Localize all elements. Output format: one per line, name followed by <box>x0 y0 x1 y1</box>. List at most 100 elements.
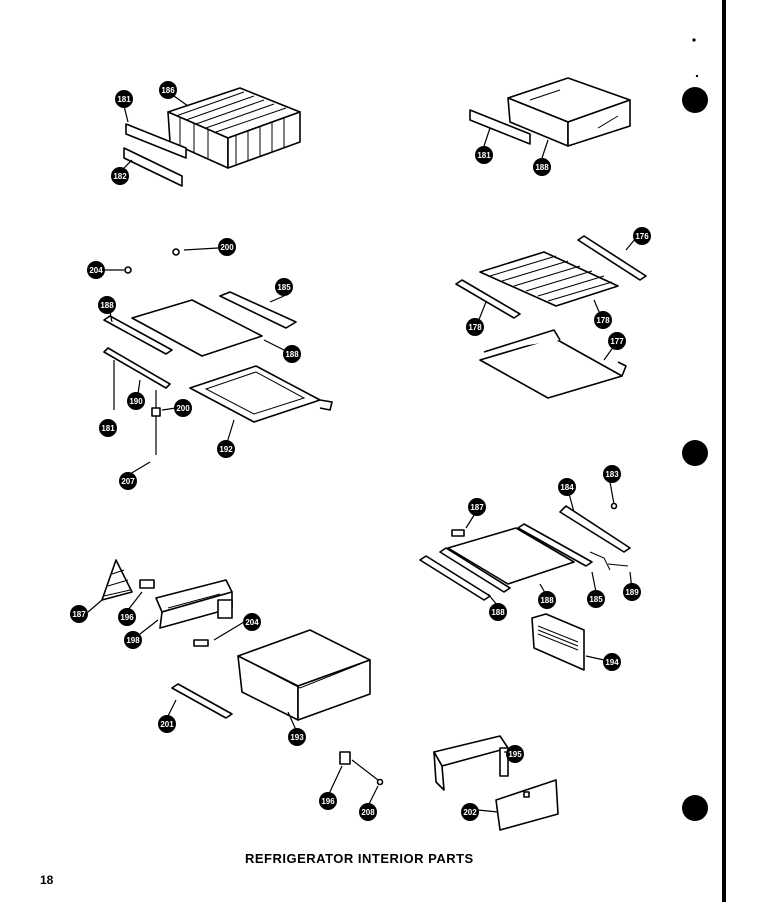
svg-text:185: 185 <box>589 595 603 604</box>
svg-text:176: 176 <box>635 232 649 241</box>
svg-text:193: 193 <box>290 733 304 742</box>
cover-panel <box>433 735 509 791</box>
callout: 181 <box>115 90 133 108</box>
bracket <box>339 751 351 765</box>
callout: 185 <box>587 590 605 608</box>
svg-text:181: 181 <box>477 151 491 160</box>
svg-text:188: 188 <box>100 301 114 310</box>
callout: 183 <box>603 465 621 483</box>
callout: 198 <box>124 631 142 649</box>
callout: 200 <box>218 238 236 256</box>
slide-rail <box>171 683 233 719</box>
callout: 187 <box>468 498 486 516</box>
shelf-trim <box>517 523 593 567</box>
glass-shelf <box>131 299 263 357</box>
clip <box>139 579 155 589</box>
svg-text:188: 188 <box>285 350 299 359</box>
svg-text:187: 187 <box>470 503 484 512</box>
callout: 194 <box>603 653 621 671</box>
clip <box>172 248 180 256</box>
callout: 208 <box>359 803 377 821</box>
svg-text:185: 185 <box>277 283 291 292</box>
callout: 188 <box>533 158 551 176</box>
svg-text:196: 196 <box>120 613 134 622</box>
svg-text:195: 195 <box>508 750 522 759</box>
svg-text:181: 181 <box>117 95 131 104</box>
back-panel <box>495 779 559 831</box>
svg-text:186: 186 <box>161 86 175 95</box>
slide-rail <box>125 123 187 159</box>
callout: 181 <box>99 419 117 437</box>
callout: 190 <box>127 392 145 410</box>
svg-text:190: 190 <box>129 397 143 406</box>
callout: 188 <box>98 296 116 314</box>
shelf-rail <box>559 505 631 553</box>
svg-text:183: 183 <box>605 470 619 479</box>
callout: 193 <box>288 728 306 746</box>
callout: 196 <box>118 608 136 626</box>
cone <box>101 559 133 601</box>
callout: 201 <box>158 715 176 733</box>
svg-text:189: 189 <box>625 588 639 597</box>
glass-shelf <box>447 527 575 585</box>
callout: 195 <box>506 745 524 763</box>
svg-text:200: 200 <box>220 243 234 252</box>
shelf-trim <box>103 315 173 355</box>
front-cover <box>531 613 585 671</box>
shelf-pan <box>479 329 627 399</box>
callout: 176 <box>633 227 651 245</box>
svg-text:184: 184 <box>560 483 574 492</box>
page-edge <box>722 0 726 902</box>
drawer-cover <box>155 579 233 629</box>
svg-text:177: 177 <box>610 337 624 346</box>
binder-hole <box>682 440 708 466</box>
shelf-frame <box>189 365 333 423</box>
svg-text:188: 188 <box>491 608 505 617</box>
callout: 178 <box>594 311 612 329</box>
callout: 178 <box>466 318 484 336</box>
svg-text:207: 207 <box>121 477 135 486</box>
page-number: 18 <box>40 873 54 887</box>
callout: 177 <box>608 332 626 350</box>
svg-text:188: 188 <box>540 596 554 605</box>
callout: 186 <box>159 81 177 99</box>
shelf-rail <box>455 279 521 319</box>
shelf-trim <box>219 291 297 329</box>
callout: 181 <box>475 146 493 164</box>
svg-text:208: 208 <box>361 808 375 817</box>
slide-rail <box>123 147 183 187</box>
callout: 200 <box>174 399 192 417</box>
svg-text:204: 204 <box>89 266 103 275</box>
callout: 182 <box>111 167 129 185</box>
shelf-rail <box>103 347 171 389</box>
svg-text:196: 196 <box>321 797 335 806</box>
svg-text:192: 192 <box>219 445 233 454</box>
screw <box>376 778 384 786</box>
speck <box>695 74 699 78</box>
callout: 192 <box>217 440 235 458</box>
bracket <box>151 407 161 417</box>
svg-text:188: 188 <box>535 163 549 172</box>
wire-basket <box>167 87 301 169</box>
callout: 196 <box>319 792 337 810</box>
shelf-rail <box>577 235 647 281</box>
svg-text:178: 178 <box>596 316 610 325</box>
svg-text:198: 198 <box>126 636 140 645</box>
clip <box>193 639 209 647</box>
slide-rail <box>469 109 531 145</box>
binder-hole <box>682 87 708 113</box>
svg-text:187: 187 <box>72 610 86 619</box>
svg-text:204: 204 <box>245 618 259 627</box>
speck <box>692 38 696 42</box>
callout: 189 <box>623 583 641 601</box>
shelf-trim <box>439 547 511 593</box>
svg-text:181: 181 <box>101 424 115 433</box>
callout: 188 <box>489 603 507 621</box>
callout: 207 <box>119 472 137 490</box>
svg-text:202: 202 <box>463 808 477 817</box>
clip <box>124 266 132 274</box>
svg-text:178: 178 <box>468 323 482 332</box>
callout: 202 <box>461 803 479 821</box>
callout: 184 <box>558 478 576 496</box>
